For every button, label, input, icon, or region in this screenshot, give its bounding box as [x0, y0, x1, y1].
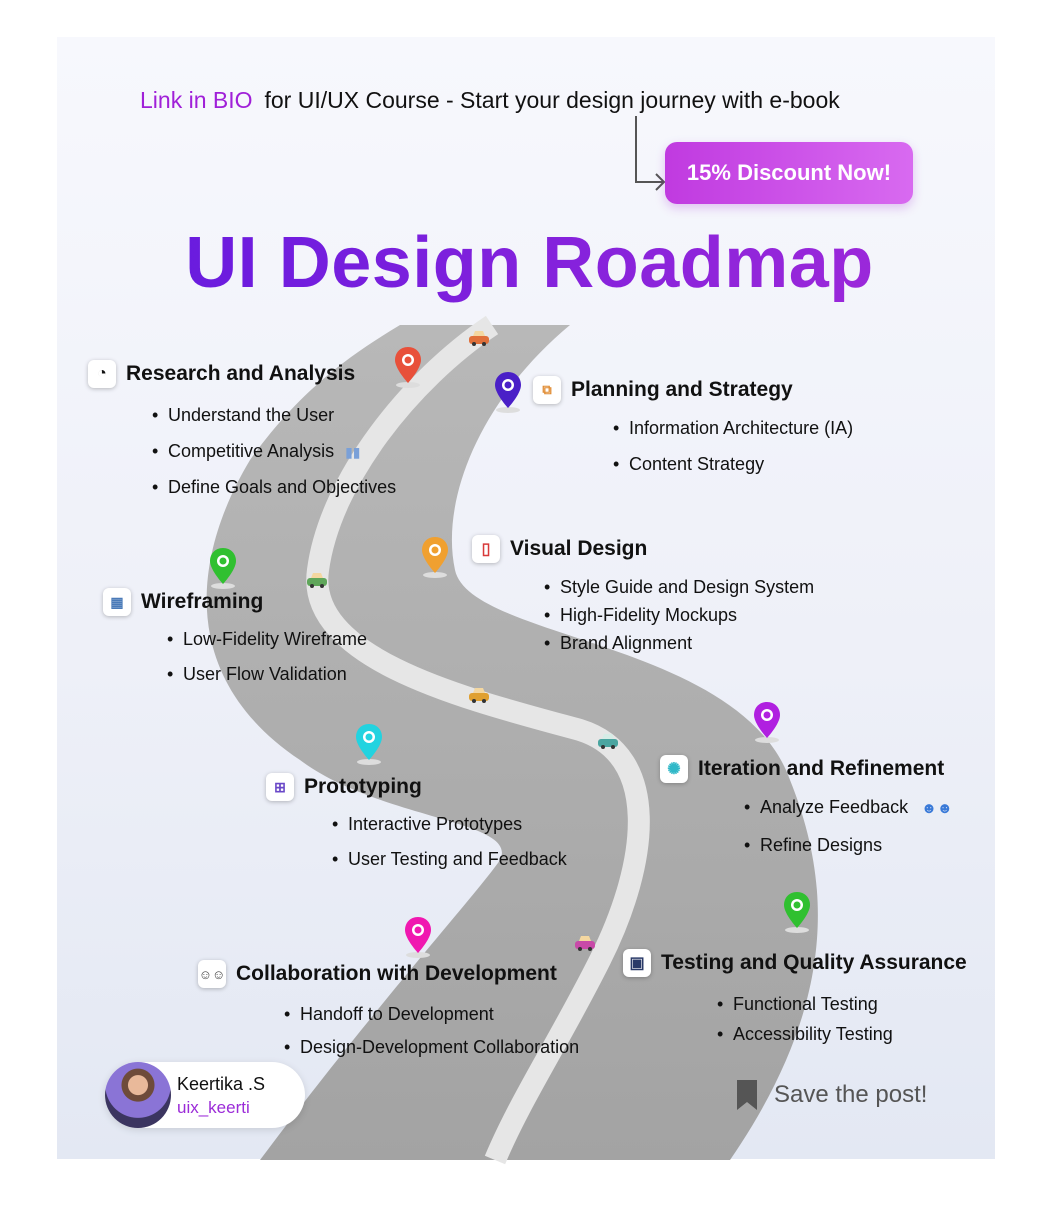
map-pin-icon — [395, 347, 421, 388]
section-title: Visual Design — [510, 537, 648, 560]
monitor-icon: ▣ — [623, 949, 651, 977]
list-item: Design-Development Collaboration — [284, 1031, 579, 1064]
car-icon — [575, 936, 595, 951]
section-prototyping: ⊞ Prototyping Interactive Prototypes User… — [266, 773, 567, 877]
section-title: Testing and Quality Assurance — [661, 951, 967, 974]
author-badge[interactable]: Keertika .S uix_keerti — [105, 1062, 305, 1128]
promo-line: Link in BIO for UI/UX Course - Start your… — [140, 87, 840, 114]
list-item: Understand the User — [152, 398, 396, 434]
section-wireframing: ▦ Wireframing Low-Fidelity Wireframe User… — [103, 588, 367, 692]
author-handle[interactable]: uix_keerti — [177, 1098, 250, 1117]
list-item: User Testing and Feedback — [332, 842, 567, 877]
page-title: UI Design Roadmap — [0, 222, 1059, 304]
arrow-icon — [635, 116, 666, 191]
map-pin-icon — [754, 702, 780, 743]
list-item: Style Guide and Design System — [544, 573, 814, 601]
list-item: Content Strategy — [613, 446, 853, 482]
section-title: Prototyping — [304, 775, 422, 798]
map-pin-icon — [784, 892, 810, 933]
section-collaboration: ☺☺ Collaboration with Development Handoff… — [198, 960, 579, 1064]
lightbulb-icon: ✺ — [660, 755, 688, 783]
section-testing: ▣ Testing and Quality Assurance Functiona… — [623, 949, 967, 1049]
map-pin-icon — [210, 548, 236, 589]
pie-chart-icon: ◔ — [88, 360, 116, 388]
section-iteration: ✺ Iteration and Refinement Analyze Feedba… — [660, 755, 953, 863]
prototype-icon: ⊞ — [266, 773, 294, 801]
save-post[interactable]: Save the post! — [734, 1078, 927, 1112]
sitemap-icon: ⧉ — [533, 376, 561, 404]
map-pin-icon — [495, 372, 521, 413]
list-item: Handoff to Development — [284, 998, 579, 1031]
list-item: User Flow Validation — [167, 657, 367, 692]
wireframe-icon: ▦ — [103, 588, 131, 616]
bar-chart-icon: ▮▮ — [345, 443, 361, 460]
section-title: Wireframing — [141, 590, 264, 613]
section-title: Planning and Strategy — [571, 378, 793, 401]
section-title: Iteration and Refinement — [698, 757, 945, 780]
list-item: Refine Designs — [744, 827, 953, 863]
promo-text: for UI/UX Course - Start your design jou… — [264, 87, 840, 113]
link-in-bio[interactable]: Link in BIO — [140, 87, 253, 113]
map-pin-icon — [422, 537, 448, 578]
map-pin-icon — [405, 917, 431, 958]
discount-button[interactable]: 15% Discount Now! — [665, 142, 913, 204]
section-visual: ▯ Visual Design Style Guide and Design Sy… — [472, 535, 814, 657]
list-item: Information Architecture (IA) — [613, 410, 853, 446]
list-item: Define Goals and Objectives — [152, 470, 396, 506]
section-planning: ⧉ Planning and Strategy Information Archi… — [533, 376, 853, 482]
car-icon — [598, 734, 618, 749]
car-icon — [469, 688, 489, 703]
feedback-icon: ☻☻ — [921, 800, 953, 817]
save-label: Save the post! — [774, 1081, 928, 1108]
section-title: Collaboration with Development — [236, 962, 557, 985]
car-icon — [307, 573, 327, 588]
author-name: Keertika .S — [177, 1074, 266, 1094]
list-item: Functional Testing — [717, 989, 967, 1019]
section-title: Research and Analysis — [126, 362, 356, 385]
section-research: ◔ Research and Analysis Understand the Us… — [88, 360, 396, 506]
list-item: Competitive Analysis ▮▮ — [152, 434, 396, 471]
bookmark-icon — [737, 1080, 757, 1110]
list-item: Accessibility Testing — [717, 1019, 967, 1049]
avatar — [105, 1062, 171, 1128]
list-item: Low-Fidelity Wireframe — [167, 622, 367, 657]
map-pin-icon — [356, 724, 382, 765]
list-item: Brand Alignment — [544, 629, 814, 657]
car-icon — [469, 331, 489, 346]
team-icon: ☺☺ — [198, 960, 226, 988]
list-item: High-Fidelity Mockups — [544, 601, 814, 629]
mobile-icon: ▯ — [472, 535, 500, 563]
road — [206, 325, 818, 1160]
list-item: Interactive Prototypes — [332, 807, 567, 842]
list-item: Analyze Feedback ☻☻ — [744, 789, 953, 827]
